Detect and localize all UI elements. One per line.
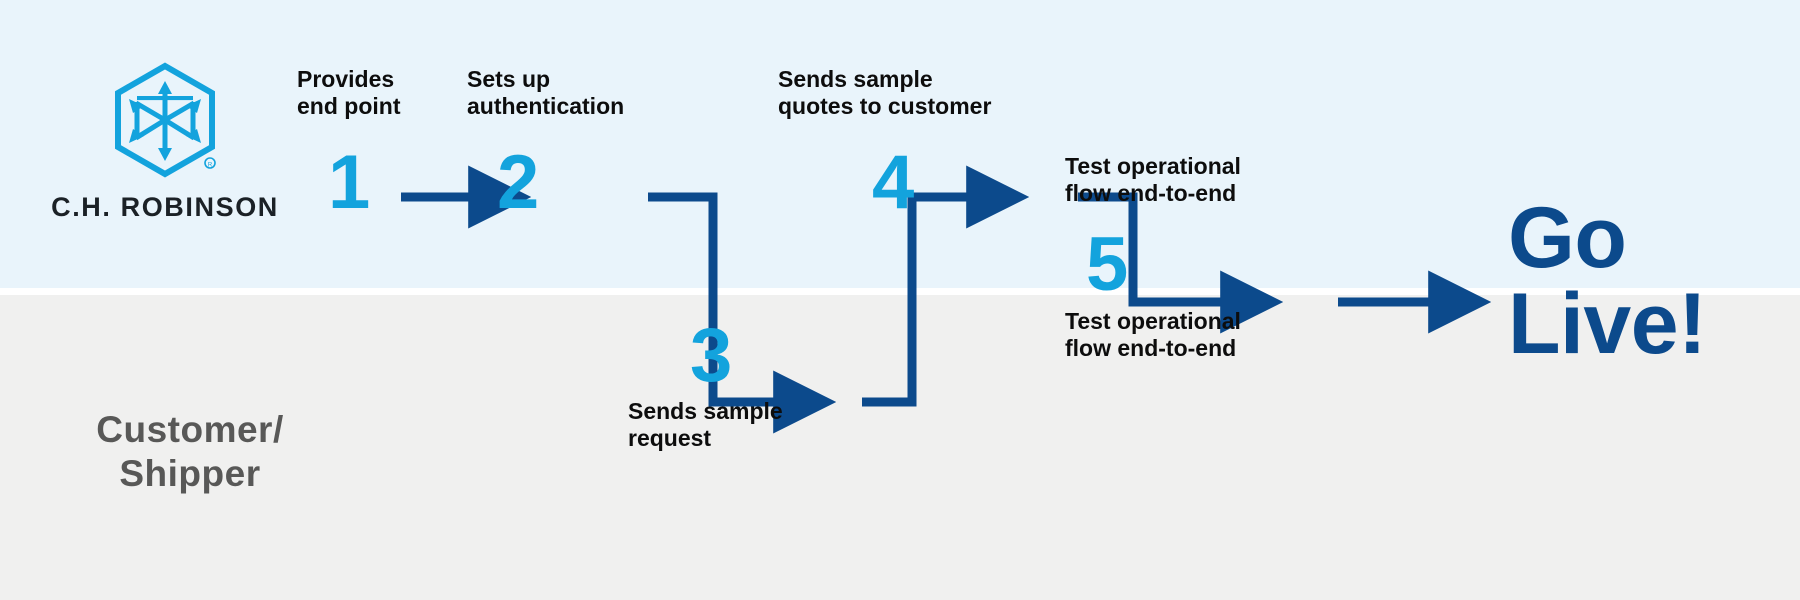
swimlane-label-customer: Customer/ Shipper [96,409,284,494]
step-caption-4: Sends sample quotes to customer [778,66,992,120]
step-number-1: 1 [328,140,370,225]
brand-wordmark: C.H. ROBINSON [51,192,279,222]
step-number-4: 4 [872,140,914,225]
step-number-5: 5 [1086,222,1128,307]
outcome-go-live: Go Live! [1508,190,1707,372]
step-number-2: 2 [497,140,539,225]
step-number-3: 3 [690,313,732,398]
hexagon-arrows-logo-icon: R [115,62,216,178]
step-caption-5-bottom: Test operational flow end-to-end [1065,308,1241,362]
brand-logo: R C.H. ROBINSON [45,62,285,223]
step-caption-2: Sets up authentication [467,66,625,120]
step-caption-1: Provides end point [297,66,401,120]
registered-mark-icon [204,157,216,169]
step-caption-5-top: Test operational flow end-to-end [1065,153,1241,207]
svg-text:R: R [208,163,213,169]
step-caption-3: Sends sample request [628,398,783,452]
